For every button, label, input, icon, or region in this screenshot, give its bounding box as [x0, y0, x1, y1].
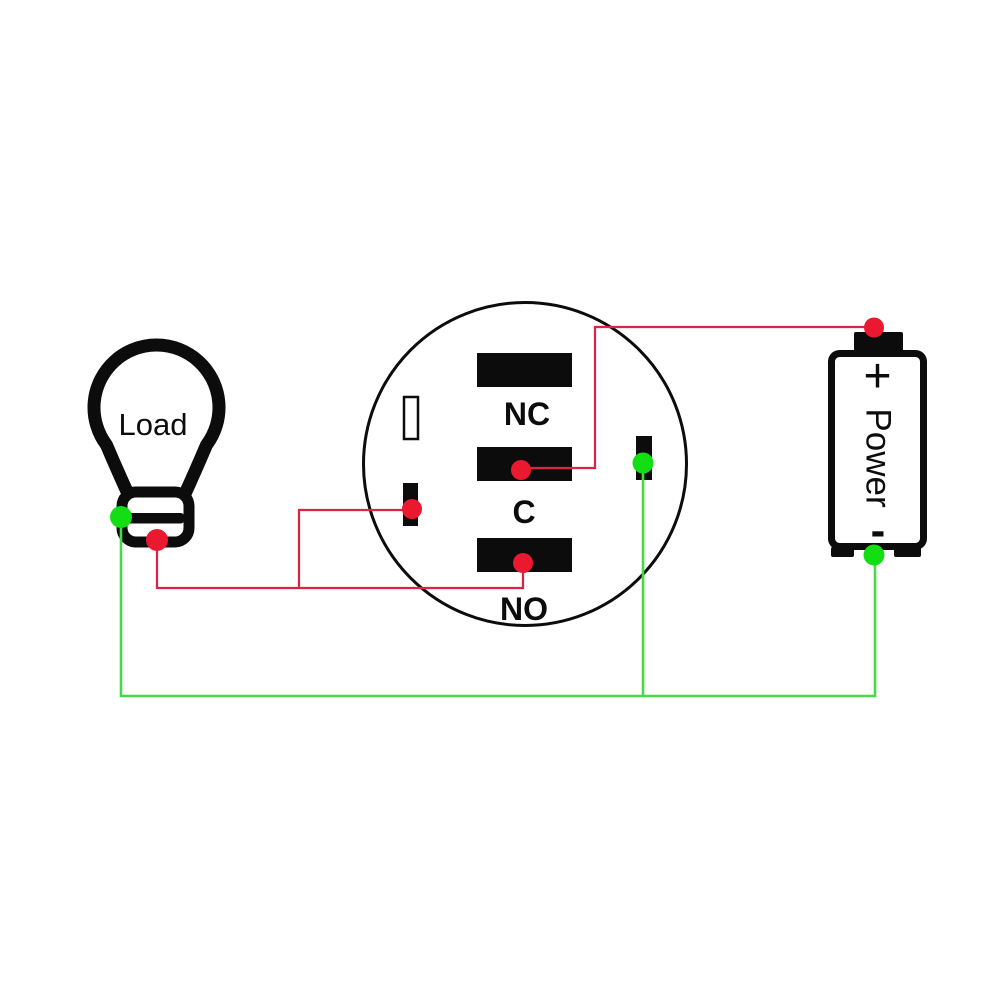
green-wire-load-to-battery-minus: [119, 517, 877, 698]
led-terminal-outline: [402, 395, 420, 441]
connection-dot-green-right-terminal: [632, 452, 654, 474]
nc-label: NC: [504, 396, 550, 432]
battery-positive-cap: [854, 332, 903, 353]
power-battery: + Power -: [828, 332, 927, 557]
connection-dot-red-battery-plus: [864, 317, 884, 338]
red-wire-c-to-battery-plus: [521, 325, 874, 470]
red-wire-branch-to-left-terminal: [297, 508, 412, 588]
bulb-outline: [87, 338, 226, 503]
connection-dot-red-no: [513, 553, 533, 573]
connection-dot-red-load: [146, 529, 168, 551]
connection-dot-green-load: [110, 506, 132, 528]
connection-dot-red-c: [511, 460, 531, 480]
c-label: C: [512, 494, 535, 530]
bulb-base-thread: [126, 513, 185, 524]
terminal-nc-pad: [477, 353, 572, 387]
battery-foot-right: [894, 547, 921, 557]
connection-dot-green-battery-minus: [863, 544, 885, 566]
load-label: Load: [119, 407, 188, 442]
connection-dot-red-left-terminal: [402, 499, 422, 519]
battery-foot-left: [831, 547, 854, 557]
battery-plus-label: +: [863, 350, 891, 403]
connection-dots: [110, 317, 885, 573]
no-label: NO: [500, 591, 548, 627]
battery-power-label: Power: [859, 408, 898, 508]
green-wires: [119, 463, 877, 698]
red-wires: [155, 325, 874, 590]
red-wire-load-to-no: [155, 540, 525, 590]
battery-minus-label: -: [871, 506, 886, 555]
